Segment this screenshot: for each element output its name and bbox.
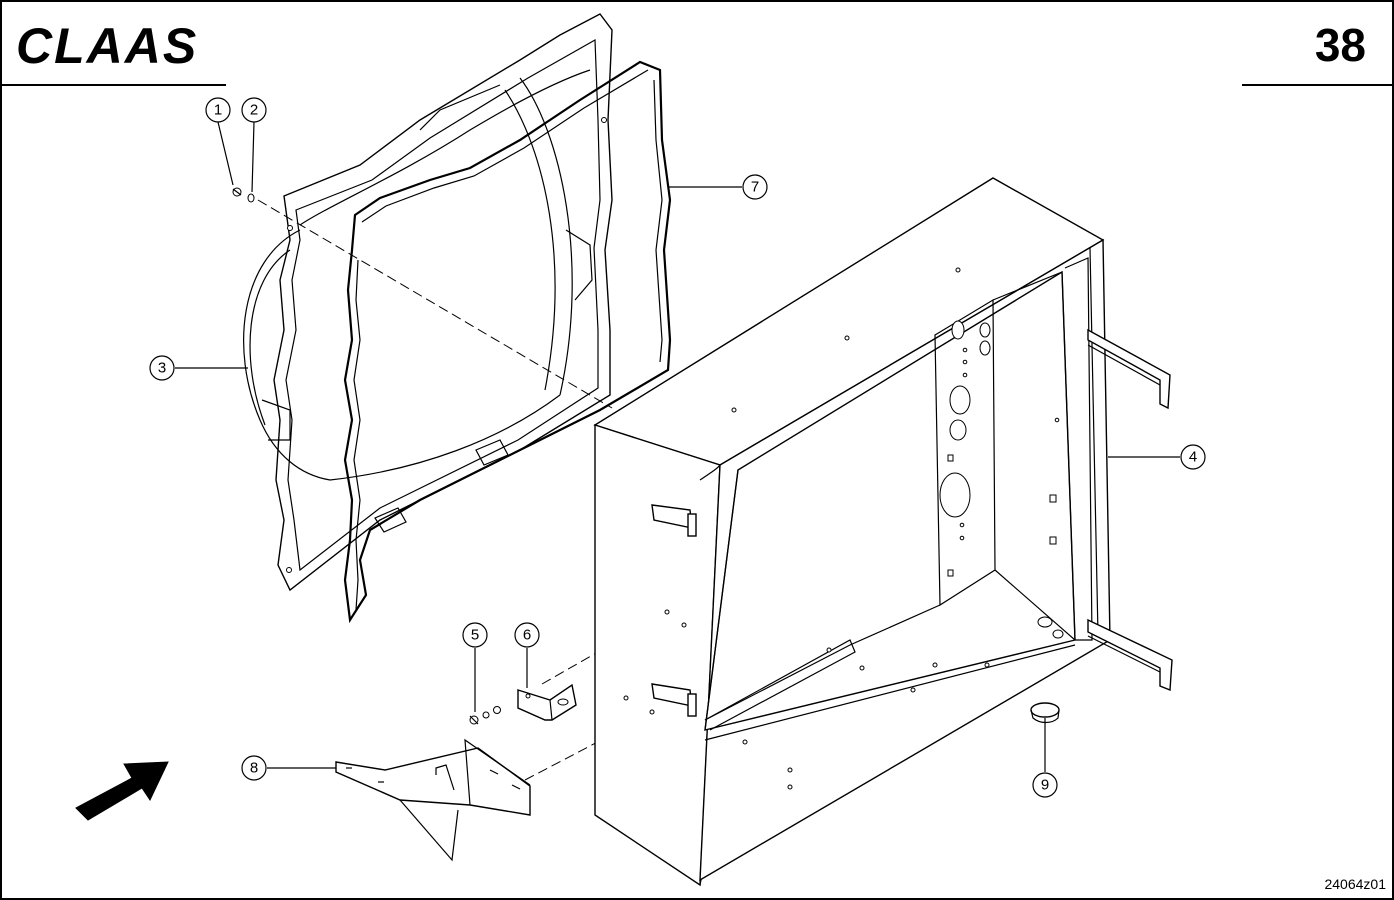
callout-1-label: 1 (214, 102, 222, 119)
figure-id: 24064z01 (1324, 876, 1386, 892)
callout-3: 3 (149, 355, 175, 381)
page-number: 38 (1314, 19, 1366, 71)
callout-8-label: 8 (250, 760, 258, 777)
support-bracket (335, 738, 531, 862)
claas-logo: CLAAS (16, 22, 198, 66)
callout-8: 8 (241, 755, 267, 781)
leader-lines (175, 121, 1180, 772)
screw-and-washers (469, 706, 501, 725)
plug (1030, 702, 1060, 724)
fan-shroud (243, 13, 613, 592)
header-rule-right (1242, 84, 1392, 86)
callout-2-label: 2 (250, 102, 258, 119)
callout-9-label: 9 (1041, 777, 1049, 794)
header-rule-left (2, 84, 226, 86)
callout-1: 1 (205, 97, 231, 123)
callout-2: 2 (241, 97, 267, 123)
brand-text: CLAAS (16, 22, 198, 66)
shroud-seal (343, 60, 672, 624)
callout-6-label: 6 (523, 627, 531, 644)
callout-9: 9 (1032, 772, 1058, 798)
screw-and-washer-top (232, 187, 255, 203)
callout-5: 5 (462, 622, 488, 648)
arrow-icon (75, 761, 169, 821)
alignment-line-shroud (257, 199, 613, 409)
callout-6: 6 (514, 622, 540, 648)
radiator-frame (593, 177, 1173, 887)
callout-3-label: 3 (158, 360, 166, 377)
callout-7: 7 (742, 174, 768, 200)
callout-7-label: 7 (751, 179, 759, 196)
callout-4-label: 4 (1189, 449, 1197, 466)
callout-4: 4 (1180, 444, 1206, 470)
callout-5-label: 5 (471, 627, 479, 644)
small-bracket (517, 683, 577, 721)
